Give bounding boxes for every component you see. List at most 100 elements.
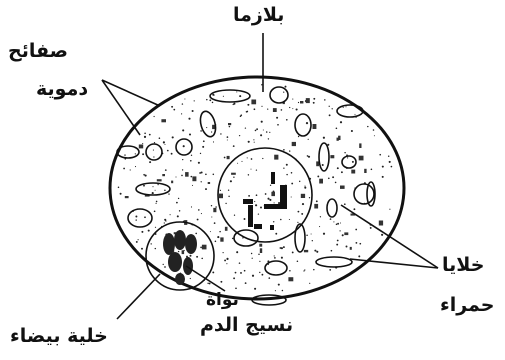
plasma-dot bbox=[308, 139, 309, 140]
plasma-dot bbox=[254, 201, 255, 202]
plasma-dot bbox=[164, 222, 165, 223]
plasma-dot bbox=[213, 174, 215, 176]
plasma-dot bbox=[307, 155, 309, 157]
plasma-dot bbox=[153, 116, 154, 117]
plasma-dot bbox=[230, 180, 232, 182]
plasma-dot bbox=[289, 270, 291, 272]
plasma-dot bbox=[155, 203, 156, 204]
plasma-dot bbox=[149, 134, 151, 136]
plasma-dot bbox=[209, 283, 211, 285]
plasma-dot bbox=[155, 227, 156, 228]
platelet-icon bbox=[379, 221, 383, 226]
plasma-dot bbox=[291, 196, 292, 197]
plasma-dot bbox=[188, 118, 190, 120]
plasma-dot bbox=[135, 216, 137, 218]
platelet-icon bbox=[319, 179, 323, 184]
plasma-dot bbox=[248, 141, 250, 143]
plasma-dot bbox=[291, 183, 293, 185]
plasma-dot bbox=[171, 153, 173, 155]
plasma-dot bbox=[144, 133, 146, 135]
plasma-dot bbox=[274, 202, 275, 203]
red-blood-cell-icon bbox=[295, 224, 305, 252]
platelet-icon bbox=[301, 194, 305, 198]
plasma-dot bbox=[245, 282, 247, 284]
plasma-dot bbox=[164, 266, 166, 268]
platelet-icon bbox=[171, 181, 173, 184]
platelet-icon bbox=[162, 174, 165, 176]
plasma-dot bbox=[367, 126, 368, 127]
platelet-icon bbox=[337, 138, 339, 141]
platelet-icon bbox=[220, 237, 223, 241]
plasma-dot bbox=[223, 96, 224, 97]
plasma-dot bbox=[256, 194, 258, 196]
plasma-dot bbox=[340, 121, 342, 123]
plasma-dot bbox=[347, 157, 348, 158]
platelet-icon bbox=[300, 101, 303, 104]
plasma-dot bbox=[246, 111, 248, 113]
plasma-dot bbox=[331, 250, 333, 252]
platelet-icon bbox=[231, 173, 236, 175]
plasma-dot bbox=[152, 192, 154, 194]
plasma-dot bbox=[382, 176, 384, 178]
plasma-dot bbox=[352, 161, 354, 163]
plasma-dot bbox=[313, 269, 315, 271]
red-blood-cell-icon bbox=[319, 143, 329, 171]
platelet-icon bbox=[344, 232, 348, 235]
plasma-dot bbox=[172, 136, 174, 138]
platelet-icon bbox=[157, 179, 162, 181]
platelet-icon bbox=[185, 172, 189, 177]
plasma-dot bbox=[280, 219, 282, 221]
plasma-dot bbox=[323, 137, 325, 139]
plasma-dot bbox=[304, 269, 305, 270]
platelet-icon bbox=[304, 250, 308, 252]
platelet-icon bbox=[225, 227, 228, 231]
plasma-dot bbox=[388, 155, 389, 156]
plasma-dot bbox=[291, 172, 293, 174]
plasma-dot bbox=[143, 185, 145, 187]
plasma-dot bbox=[292, 108, 293, 109]
plasma-dot bbox=[263, 130, 264, 131]
plasma-dot bbox=[267, 198, 269, 200]
plasma-dot bbox=[211, 131, 212, 132]
plasma-dot bbox=[190, 255, 192, 257]
red-blood-cell-icon bbox=[327, 199, 337, 217]
plasma-dot bbox=[233, 277, 235, 279]
plasma-dot bbox=[153, 156, 154, 157]
plasma-dot bbox=[220, 190, 221, 191]
plasma-dot bbox=[202, 146, 204, 148]
plasma-dot bbox=[141, 231, 143, 233]
platelet-icon bbox=[306, 98, 310, 103]
plasma-dot bbox=[329, 269, 331, 271]
plasma-dot bbox=[311, 233, 312, 234]
plasma-dot bbox=[214, 222, 216, 224]
blood-sample-outline bbox=[110, 77, 404, 299]
plasma-dot bbox=[283, 168, 284, 169]
plasma-dot bbox=[297, 260, 299, 262]
plasma-dot bbox=[275, 233, 277, 235]
plasma-dot bbox=[182, 103, 183, 104]
plasma-dot bbox=[251, 158, 253, 160]
plasma-dot bbox=[253, 139, 254, 140]
plasma-dot bbox=[171, 106, 173, 108]
red-cells-leader-line bbox=[341, 205, 438, 268]
plasma-dot bbox=[354, 114, 355, 115]
plasma-dot bbox=[205, 188, 207, 190]
plasma-dot bbox=[268, 138, 269, 139]
plasma-dot bbox=[200, 153, 201, 154]
plasma-dot bbox=[319, 226, 320, 227]
plasma-dot bbox=[254, 288, 256, 290]
plasma-dot bbox=[333, 221, 334, 222]
plasma-dot bbox=[286, 119, 288, 121]
plasma-dot bbox=[260, 207, 262, 209]
plasma-dot bbox=[289, 150, 290, 151]
plasma-dot bbox=[355, 242, 357, 244]
red-blood-cells-group bbox=[117, 87, 375, 305]
red-blood-cell-icon bbox=[354, 184, 374, 204]
plasma-dot bbox=[358, 255, 360, 257]
plasma-dot bbox=[337, 240, 339, 242]
label-white-cell: خلية بيضاء bbox=[10, 327, 108, 346]
plasma-dot bbox=[205, 174, 207, 176]
plasma-dot bbox=[181, 113, 182, 114]
plasma-dot bbox=[149, 161, 151, 163]
plasma-dot bbox=[309, 283, 310, 284]
